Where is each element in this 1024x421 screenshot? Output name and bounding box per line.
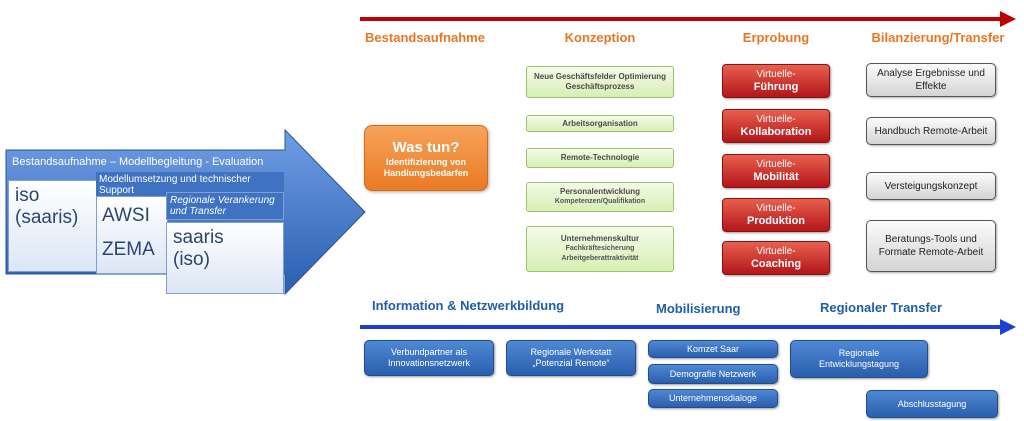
erprobung-line1: Virtuelle-: [756, 114, 796, 125]
erprobung-coaching: Virtuelle- Coaching: [722, 241, 830, 275]
konzeption-item-geschaeftsfelder: Neue Geschäftsfelder Optimierung Geschäf…: [526, 66, 674, 98]
bilanz-beratungstools: Beratungs-Tools und Formate Remote-Arbei…: [866, 220, 996, 272]
bilanz-versteigung: Versteigungskonzept: [866, 172, 996, 200]
level3-text: saaris (iso): [173, 227, 224, 270]
erprobung-mobilitaet: Virtuelle- Mobilität: [722, 154, 830, 188]
box-demografie-netzwerk: Demografie Netzwerk: [648, 364, 778, 384]
section-information-netzwerkbildung: Information & Netzwerkbildung: [372, 298, 565, 313]
box-text: Regionale Entwicklungstagung: [818, 348, 900, 369]
bottom-blue-arrowhead: [1000, 319, 1016, 335]
level1-panel: iso (saaris): [8, 180, 108, 272]
box-unternehmensdialoge: Unternehmensdialoge: [648, 389, 778, 408]
erprobung-line2: Führung: [753, 81, 799, 93]
konzeption-subtext: Fachkräftesicherung Arbeitgeberattraktiv…: [561, 245, 639, 262]
level2-panel: AWSI ZEMA: [96, 196, 168, 274]
level1-text: iso (saaris): [15, 185, 79, 228]
box-komzet-saar: Komzet Saar: [648, 340, 778, 358]
konzeption-item-personalentwicklung: Personalentwicklung Kompetenzen/Qualifik…: [526, 182, 674, 212]
box-entwicklungstagung: Regionale Entwicklungstagung: [790, 340, 928, 378]
top-red-arrowhead: [1000, 11, 1016, 27]
section-mobilisierung: Mobilisierung: [656, 301, 741, 316]
erprobung-line1: Virtuelle-: [756, 203, 796, 214]
box-text: Demografie Netzwerk: [669, 368, 757, 379]
section-regionaler-transfer: Regionaler Transfer: [820, 300, 943, 315]
erprobung-produktion: Virtuelle- Produktion: [722, 198, 830, 232]
erprobung-kollaboration: Virtuelle- Kollaboration: [722, 109, 830, 143]
phase-erprobung: Erprobung: [742, 30, 810, 45]
box-regionale-werkstatt: Regionale Werkstatt „Potenzial Remote“: [506, 340, 636, 376]
bilanz-text: Analyse Ergebnisse und Effekte: [877, 68, 985, 92]
box-text: Komzet Saar: [686, 343, 740, 354]
konzeption-text: Neue Geschäftsfelder Optimierung Geschäf…: [533, 72, 667, 91]
phase-bestandsaufnahme: Bestandsaufnahme: [365, 30, 485, 45]
was-tun-subtitle: Identifizierung von Handlungsbedarfen: [383, 156, 469, 178]
box-verbundpartner: Verbundpartner als Innovationsnetzwerk: [364, 340, 494, 376]
erprobung-line2: Coaching: [750, 258, 802, 270]
erprobung-line2: Kollaboration: [740, 126, 812, 138]
box-abschlusstagung: Abschlusstagung: [866, 390, 998, 418]
level2-line1: AWSI: [102, 205, 150, 226]
phase-bilanzierung: Bilanzierung/Transfer: [871, 30, 1005, 45]
level3-header: Regionale Verankerung und Transfer: [166, 192, 284, 220]
konzeption-text: Personalentwicklung: [559, 187, 641, 196]
konzeption-subtext: Kompetenzen/Qualifikation: [554, 198, 646, 205]
box-text: Abschlusstagung: [897, 398, 967, 409]
was-tun-title: Was tun?: [392, 138, 460, 156]
konzeption-text: Remote-Technologie: [560, 153, 640, 162]
was-tun-box: Was tun? Identifizierung von Handlungsbe…: [364, 125, 488, 191]
erprobung-fuehrung: Virtuelle- Führung: [722, 64, 830, 98]
box-text: Regionale Werkstatt „Potenzial Remote“: [530, 347, 612, 368]
konzeption-item-remote-technologie: Remote-Technologie: [526, 148, 674, 168]
level3-panel: saaris (iso): [166, 222, 284, 294]
konzeption-item-unternehmenskultur: Unternehmenskultur Fachkräftesicherung A…: [526, 226, 674, 272]
erprobung-line2: Produktion: [746, 215, 806, 227]
level1-header: Bestandsaufnahme – Modellbegleitung - Ev…: [12, 156, 264, 168]
bilanz-text: Handbuch Remote-Arbeit: [874, 125, 988, 137]
konzeption-text: Unternehmenskultur: [560, 234, 640, 243]
erprobung-line1: Virtuelle-: [756, 246, 796, 257]
bilanz-analyse: Analyse Ergebnisse und Effekte: [866, 63, 996, 97]
konzeption-text: Arbeitsorganisation: [562, 118, 638, 128]
level2-line2: ZEMA: [102, 239, 155, 260]
bilanz-handbuch: Handbuch Remote-Arbeit: [866, 117, 996, 145]
bilanz-text: Beratungs-Tools und Formate Remote-Arbei…: [878, 234, 984, 258]
erprobung-line2: Mobilität: [753, 171, 799, 183]
bilanz-text: Versteigungskonzept: [884, 180, 978, 192]
erprobung-line1: Virtuelle-: [756, 69, 796, 80]
phase-konzeption: Konzeption: [564, 30, 636, 45]
box-text: Verbundpartner als Innovationsnetzwerk: [387, 347, 471, 368]
erprobung-line1: Virtuelle-: [756, 159, 796, 170]
box-text: Unternehmensdialoge: [668, 393, 758, 403]
konzeption-item-arbeitsorganisation: Arbeitsorganisation: [526, 115, 674, 132]
